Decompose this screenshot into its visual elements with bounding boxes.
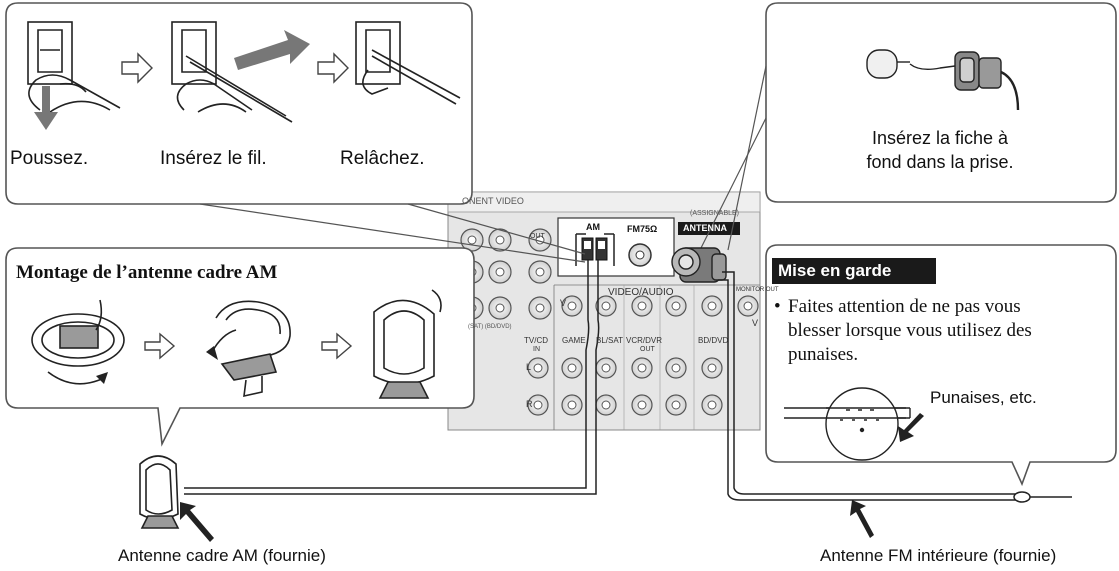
am-antenna-caption: Antenne cadre AM (fournie) [118, 546, 326, 565]
next-step-arrow-icon [121, 52, 153, 84]
panel-out-label-2: OUT [640, 346, 655, 353]
fm-plug-callout [699, 2, 1117, 251]
am-caption-pointer-icon [180, 502, 214, 542]
panel-assignable-label: (ASSIGNABLE) [690, 210, 740, 217]
push-pin-illustration [784, 387, 911, 461]
fm-connector [671, 247, 727, 283]
am-assembly-title: Montage de l’antenne cadre AM [16, 262, 278, 283]
panel-component-video-label: ONENT VIDEO [462, 196, 524, 206]
panel-l-label: L [526, 362, 532, 372]
am-loop-antenna-illustration [139, 455, 180, 529]
panel-r-label: R [526, 399, 533, 409]
panel-fm-label: FM75Ω [627, 224, 658, 234]
panel-sat-bd-label: (SAT) (BD/DVD) [468, 324, 512, 330]
caution-bullet: • [774, 296, 781, 317]
step-push-illustration [27, 21, 121, 113]
fm-antenna-caption: Antenne FM intérieure (fournie) [820, 546, 1057, 565]
fm-plug-line2: fond dans la prise. [866, 152, 1014, 172]
panel-cbl-sat-label: BL/SAT [596, 336, 623, 345]
step-release-illustration [355, 21, 461, 105]
pointer-arrow-icon [898, 413, 924, 442]
panel-bd-dvd-label: BD/DVD [698, 336, 729, 345]
am-assembly-callout [5, 247, 475, 447]
step-insert-label: Insérez le fil. [160, 148, 267, 169]
panel-monitor-out-label: MONITOR OUT [736, 287, 779, 293]
fm-antenna-wire [718, 271, 1072, 503]
panel-video-audio-label: VIDEO/AUDIO [608, 287, 674, 298]
next-step-arrow-icon [144, 332, 176, 360]
step-push-label: Poussez. [10, 148, 89, 169]
caution-title: Mise en garde [778, 261, 892, 280]
fm-caption-pointer-icon [850, 500, 874, 538]
fm-plug-line1: Insérez la fiche à [871, 128, 1009, 148]
panel-tv-cd-label: TV/CD [524, 336, 548, 345]
next-step-arrow-icon [321, 332, 353, 360]
am-loop-stand-illustration [31, 299, 125, 385]
panel-game-label: GAME [562, 336, 586, 345]
rotate-arrow-icon [96, 372, 108, 384]
next-step-arrow-icon [317, 52, 349, 84]
caution-line2: blesser lorsque vous utilisez des [788, 320, 1032, 341]
panel-v-label-right: V [752, 318, 759, 328]
step-insert-illustration [171, 21, 293, 123]
panel-in-label: IN [533, 346, 540, 353]
pins-label: Punaises, etc. [930, 388, 1037, 407]
antenna-terminal-block [557, 217, 740, 277]
caution-line3: punaises. [788, 344, 859, 365]
am-loop-assembled-illustration [373, 289, 442, 399]
panel-v-label: V [560, 298, 567, 308]
insert-arrow-icon [234, 30, 310, 70]
panel-out-label: OUT [530, 233, 545, 240]
down-arrow-icon [34, 86, 58, 130]
panel-am-label: AM [586, 222, 600, 232]
wire-insertion-callout [5, 2, 586, 263]
step-release-label: Relâchez. [340, 148, 425, 169]
panel-antenna-label: ANTENNA [683, 223, 727, 233]
fm-plug-illustration [866, 49, 1020, 111]
am-antenna-wires [184, 260, 600, 495]
am-loop-fold-illustration [215, 300, 291, 398]
caution-callout [765, 244, 1117, 487]
caution-line1: Faites attention de ne pas vous [788, 296, 1021, 317]
panel-vcr-dvr-label: VCR/DVR [626, 336, 663, 345]
caution-header [772, 258, 936, 284]
